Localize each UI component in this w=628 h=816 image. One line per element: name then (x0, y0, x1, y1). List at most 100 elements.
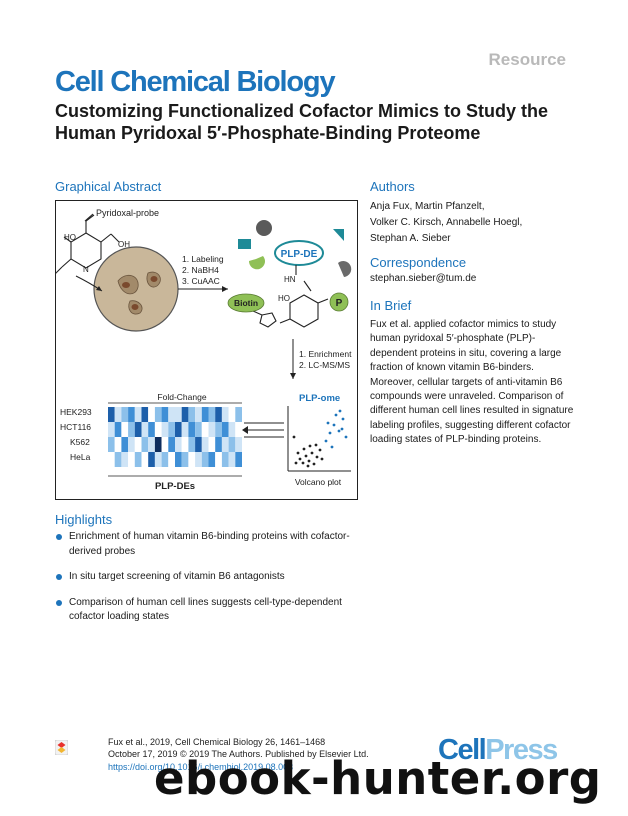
heatmap-cell (208, 422, 216, 437)
fold-change-label: Fold-Change (157, 392, 206, 402)
heatmap-cell (208, 407, 216, 422)
graphical-abstract-figure: HO OH N Pyridoxal-probe 1. Labeling 2. N… (55, 200, 358, 500)
heatmap-cell (161, 407, 169, 422)
heatmap-cell (161, 422, 169, 437)
citation-line: Fux et al., 2019, Cell Chemical Biology … (108, 737, 326, 747)
heatmap-cell (208, 452, 216, 467)
heatmap-cell (195, 452, 202, 467)
crossmark-icon[interactable] (55, 740, 68, 755)
heatmap-cell (221, 452, 229, 467)
heatmap-cell (235, 422, 242, 437)
heatmap-cell (134, 452, 142, 467)
heatmap-cell (195, 407, 202, 422)
heatmap-cell (175, 437, 182, 452)
heatmap-cell (141, 452, 149, 467)
step-cuaac: 3. CuAAC (182, 276, 220, 286)
heatmap-cell (175, 452, 182, 467)
heatmap-cell (108, 437, 115, 452)
n-label: N (83, 265, 89, 274)
cell-line-label: HeLa (70, 452, 91, 462)
heatmap-cell (235, 407, 242, 422)
heatmap-cell (208, 437, 216, 452)
heatmap-cell (221, 422, 229, 437)
ho-label: HO (64, 233, 76, 242)
plp-ome-label: PLP-ome (299, 393, 340, 404)
hn-label: HN (284, 275, 296, 284)
cell-line-label: K562 (70, 437, 90, 447)
volcano-plot (287, 406, 351, 472)
heatmap-cell (201, 407, 209, 422)
citation-footer: Fux et al., 2019, Cell Chemical Biology … (108, 736, 369, 773)
heatmap-cell (128, 407, 135, 422)
heatmap-cell (148, 407, 155, 422)
heatmap-cell (181, 452, 189, 467)
cell-press-logo[interactable]: CellPress (438, 734, 558, 766)
heatmap-cell (108, 452, 115, 467)
heatmap-cell (161, 452, 169, 467)
heatmap-cell (195, 437, 202, 452)
biotin-label: Biotin (234, 298, 258, 308)
heatmap-cell (215, 437, 222, 452)
doi-link[interactable]: https://doi.org/10.1016/j.chembiol.2019.… (108, 761, 294, 772)
heatmap-cell (195, 422, 202, 437)
pyridoxal-probe-structure (56, 213, 120, 274)
authors-heading: Authors (370, 179, 415, 194)
highlight-item: Comparison of human cell lines suggests … (55, 596, 365, 625)
step-nabh4: 2. NaBH4 (182, 265, 219, 275)
heatmap-cell (215, 407, 222, 422)
section-label: Resource (488, 50, 566, 69)
heatmap-cell (128, 452, 135, 467)
heatmap-cell (121, 407, 129, 422)
heatmap-cell (168, 422, 175, 437)
cell-line-label: HCT116 (60, 422, 91, 432)
heatmap-cell (201, 422, 209, 437)
heatmap-cell (228, 422, 236, 437)
heatmap-cell (121, 437, 129, 452)
author-line[interactable]: Volker C. Kirsch, Annabelle Hoegl, (370, 217, 523, 228)
heatmap-cell (181, 437, 189, 452)
heatmap-cell (114, 422, 122, 437)
heatmap-cell (114, 437, 122, 452)
heatmap-cell (114, 407, 122, 422)
heatmap-cell (128, 437, 135, 452)
fold-change-heatmap (108, 407, 242, 467)
heatmap-cell (141, 422, 149, 437)
plp-de-label: PLP-DE (281, 249, 318, 260)
protein-shape (256, 220, 272, 236)
volcano-label: Volcano plot (295, 477, 342, 487)
heatmap-cell (201, 452, 209, 467)
bullet-icon (56, 574, 62, 580)
highlight-item: In situ target screening of vitamin B6 a… (55, 570, 365, 585)
heatmap-cell (141, 437, 149, 452)
plp-de-bubble (274, 240, 324, 266)
journal-name[interactable]: Cell Chemical Biology (55, 66, 336, 98)
step-enrichment: 1. Enrichment (299, 349, 352, 359)
heatmap-cell (228, 437, 236, 452)
heatmap-cell (175, 422, 182, 437)
heatmap-cell (181, 422, 189, 437)
correspondence-email[interactable]: stephan.sieber@tum.de (370, 273, 477, 284)
heatmap-cell (161, 437, 169, 452)
heatmap-cell (168, 437, 175, 452)
heatmap-cell (215, 452, 222, 467)
heatmap-cell (168, 452, 175, 467)
heatmap-cell (215, 422, 222, 437)
heatmap-cell (188, 437, 196, 452)
graphical-abstract-heading: Graphical Abstract (55, 179, 162, 194)
heatmap-cell (128, 422, 135, 437)
heatmap-cell (134, 422, 142, 437)
heatmap-cell (228, 407, 236, 422)
author-line[interactable]: Anja Fux, Martin Pfanzelt, (370, 201, 485, 212)
heatmap-cell (181, 407, 189, 422)
heatmap-cell (188, 407, 196, 422)
heatmap-cell (168, 407, 175, 422)
heatmap-cell (121, 452, 129, 467)
heatmap-cell (154, 437, 162, 452)
heatmap-cell (148, 452, 155, 467)
heatmap-cell (121, 422, 129, 437)
heatmap-cell (134, 407, 142, 422)
step-lcmsms: 2. LC-MS/MS (299, 360, 350, 370)
author-line[interactable]: Stephan A. Sieber (370, 233, 451, 244)
copyright-line: October 17, 2019 © 2019 The Authors. Pub… (108, 749, 369, 760)
step-labeling: 1. Labeling (182, 254, 224, 264)
